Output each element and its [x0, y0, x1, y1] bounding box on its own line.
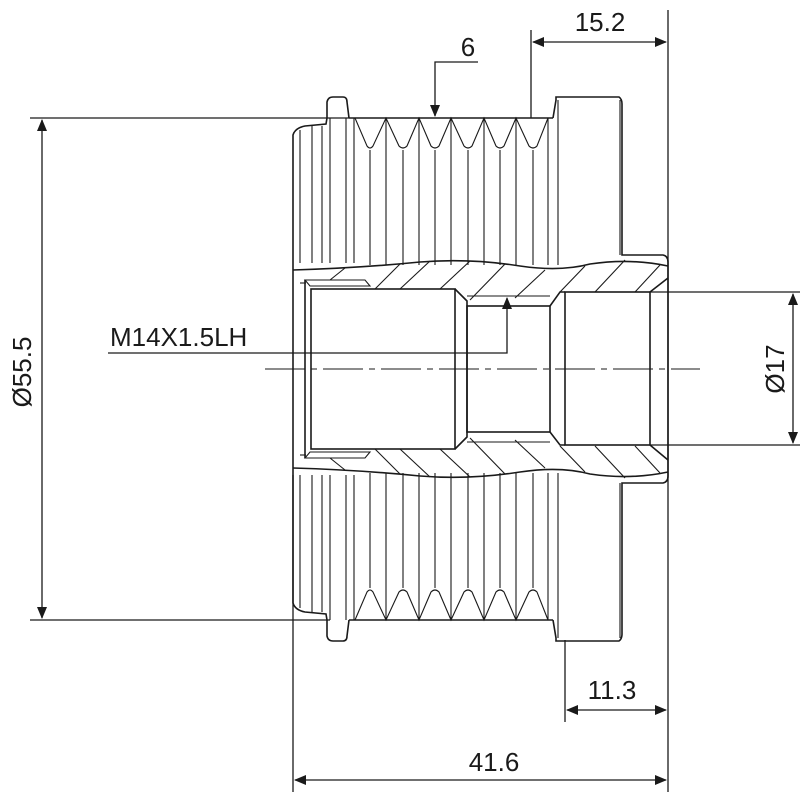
pulley-outline	[265, 96, 700, 642]
label-groove-count: 6	[461, 32, 475, 62]
label-bore-diameter: Ø17	[760, 344, 790, 393]
extension-lines	[30, 10, 800, 792]
label-outer-diameter: Ø55.5	[7, 337, 37, 408]
label-overall-length: 41.6	[469, 747, 520, 777]
label-hub-width: 11.3	[588, 675, 637, 705]
label-flange-width: 15.2	[575, 7, 626, 37]
leader-thread	[108, 297, 512, 354]
leader-groove-count	[430, 61, 478, 117]
label-thread: M14X1.5LH	[110, 322, 247, 352]
